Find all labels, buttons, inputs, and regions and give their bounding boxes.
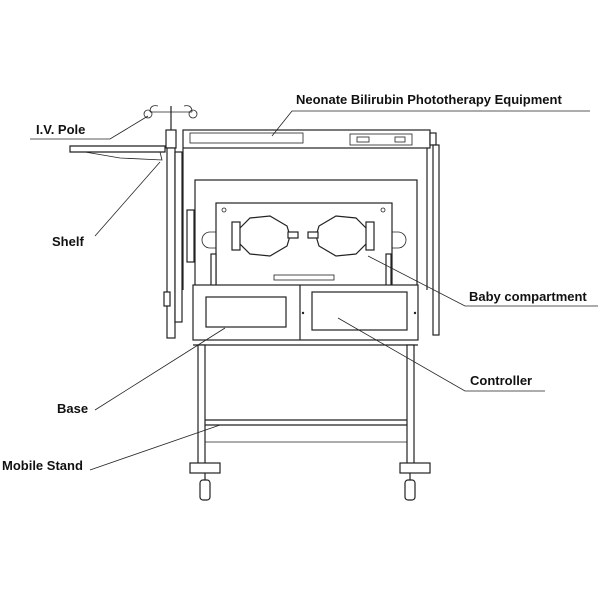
label-shelf: Shelf bbox=[52, 234, 84, 249]
label-baby-compartment: Baby compartment bbox=[469, 289, 587, 304]
label-controller: Controller bbox=[470, 373, 533, 388]
label-base: Base bbox=[57, 401, 89, 416]
label-equipment: Neonate Bilirubin Phototherapy Equipment bbox=[296, 92, 562, 107]
baby-compartment bbox=[186, 179, 418, 287]
leader-lines bbox=[30, 110, 598, 471]
shelf bbox=[69, 145, 183, 323]
label-mobile-stand: Mobile Stand bbox=[2, 458, 83, 473]
phototherapy-lamp bbox=[182, 129, 440, 336]
base-controller bbox=[192, 284, 419, 346]
label-iv-pole: I.V. Pole bbox=[36, 122, 86, 137]
mobile-stand bbox=[189, 344, 431, 501]
